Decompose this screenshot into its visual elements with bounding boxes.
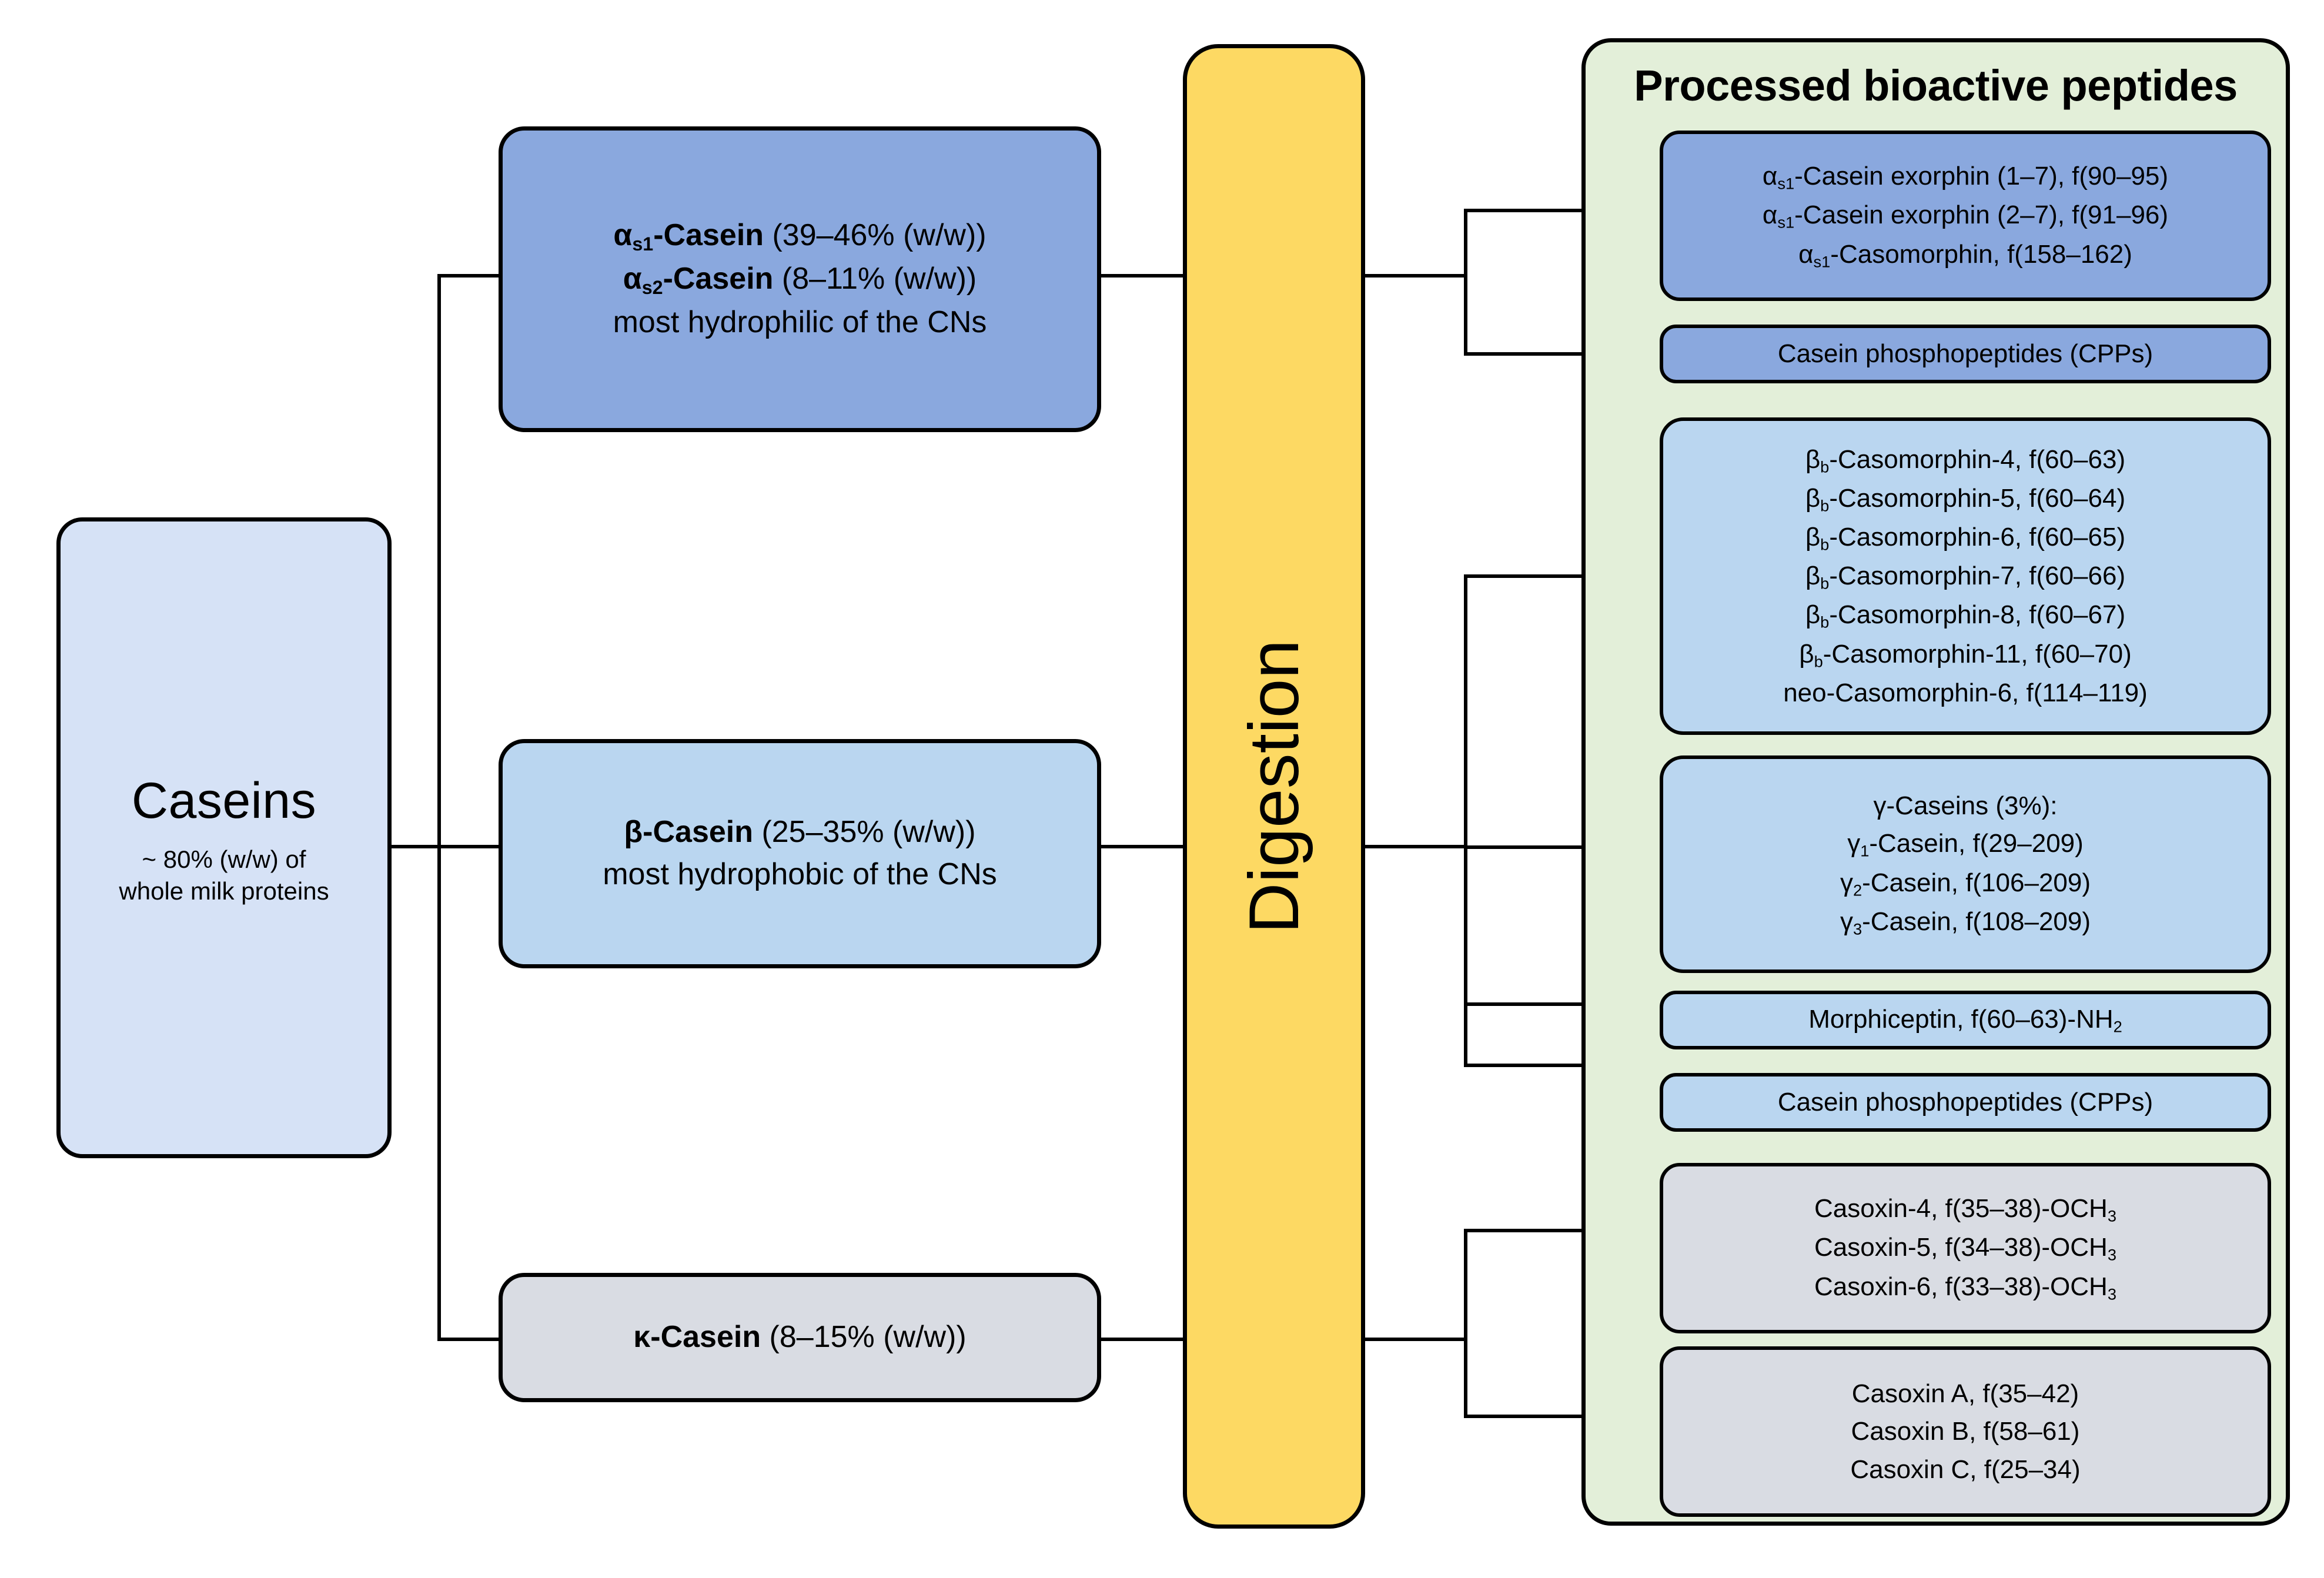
box-gamma-caseins[interactable]: γ-Caseins (3%): γ1-Casein, f(29–209) γ2-… — [1660, 755, 2271, 973]
box-alpha-cpps[interactable]: Casein phosphopeptides (CPPs) — [1660, 325, 2271, 383]
bracket-beta-a — [1464, 574, 1587, 578]
bracket-kappa-bottom — [1464, 1415, 1587, 1418]
box-casoxins-och3[interactable]: Casoxin-4, f(35–38)-OCH3 Casoxin-5, f(34… — [1660, 1163, 2271, 1333]
panel-title: Processed bioactive peptides — [1634, 61, 2238, 110]
connector-caseins-out — [388, 845, 441, 848]
caseins-subtitle: ~ 80% (w/w) of whole milk proteins — [119, 845, 329, 905]
digestion-label: Digestion — [1235, 639, 1313, 934]
connector-kappa-to-digestion — [1097, 1338, 1185, 1341]
box-alpha-peptides[interactable]: αs1-Casein exorphin (1–7), f(90–95) αs1-… — [1660, 131, 2271, 301]
alpha-peptides-list: αs1-Casein exorphin (1–7), f(90–95) αs1-… — [1762, 162, 2169, 271]
node-alpha-casein[interactable]: αs1-Casein (39–46% (w/w)) αs2-Casein (8–… — [499, 126, 1101, 432]
bracket-kappa-top — [1464, 1229, 1587, 1232]
bracket-beta-d — [1464, 1064, 1587, 1067]
box-beta-cpps[interactable]: Casein phosphopeptides (CPPs) — [1660, 1073, 2271, 1132]
gamma-caseins-list: γ-Caseins (3%): γ1-Casein, f(29–209) γ2-… — [1840, 791, 2091, 938]
bracket-kappa — [1464, 1229, 1467, 1418]
box-morphiceptin[interactable]: Morphiceptin, f(60–63)-NH2 — [1660, 991, 2271, 1049]
bracket-beta-b — [1464, 845, 1587, 849]
beta-note: most hydrophobic of the CNs — [603, 857, 997, 891]
alpha-note: most hydrophilic of the CNs — [613, 305, 987, 340]
node-kappa-casein[interactable]: κ-Casein (8–15% (w/w)) — [499, 1273, 1101, 1402]
connector-digestion-out-beta — [1365, 845, 1465, 848]
connector-left-bracket — [437, 274, 441, 1341]
beta-casomorphins-list: βb-Casomorphin-4, f(60–63) βb-Casomorphi… — [1783, 445, 2148, 707]
casoxins-och3-list: Casoxin-4, f(35–38)-OCH3 Casoxin-5, f(34… — [1814, 1194, 2117, 1303]
box-beta-casomorphins[interactable]: βb-Casomorphin-4, f(60–63) βb-Casomorphi… — [1660, 417, 2271, 735]
bracket-alpha-bottom — [1464, 352, 1587, 356]
alpha-s2-line: αs2-Casein (8–11% (w/w)) — [623, 262, 977, 299]
beta-casein-lines: β-Casein (25–35% (w/w)) most hydrophobic… — [603, 810, 997, 897]
connector-digestion-out-alpha — [1365, 274, 1465, 278]
bracket-beta — [1464, 574, 1467, 1067]
node-beta-casein[interactable]: β-Casein (25–35% (w/w)) most hydrophobic… — [499, 739, 1101, 968]
connector-beta-to-digestion — [1097, 845, 1185, 848]
connector-digestion-out-kappa — [1365, 1338, 1465, 1341]
bracket-alpha — [1464, 209, 1467, 356]
box-casoxins-abc[interactable]: Casoxin A, f(35–42) Casoxin B, f(58–61) … — [1660, 1346, 2271, 1517]
alpha-casein-lines: αs1-Casein (39–46% (w/w)) αs2-Casein (8–… — [613, 213, 987, 345]
caseins-title: Caseins — [131, 773, 317, 830]
bracket-beta-c — [1464, 1002, 1587, 1006]
casoxins-abc-list: Casoxin A, f(35–42) Casoxin B, f(58–61) … — [1850, 1379, 2081, 1484]
alpha-s1-line: αs1-Casein (39–46% (w/w)) — [613, 218, 987, 255]
morphiceptin-list: Morphiceptin, f(60–63)-NH2 — [1808, 1005, 2122, 1037]
beta-line: β-Casein (25–35% (w/w)) — [624, 815, 976, 850]
kappa-casein-lines: κ-Casein (8–15% (w/w)) — [633, 1315, 966, 1360]
connector-to-kappa — [437, 1338, 502, 1341]
beta-cpps-list: Casein phosphopeptides (CPPs) — [1777, 1088, 2154, 1117]
node-digestion[interactable]: Digestion — [1183, 44, 1365, 1529]
alpha-cpps-list: Casein phosphopeptides (CPPs) — [1777, 339, 2154, 369]
connector-to-beta — [437, 845, 502, 848]
connector-to-alpha — [437, 274, 502, 278]
bracket-alpha-top — [1464, 209, 1587, 212]
connector-alpha-to-digestion — [1097, 274, 1185, 278]
node-caseins[interactable]: Caseins ~ 80% (w/w) of whole milk protei… — [56, 517, 392, 1158]
kappa-line: κ-Casein (8–15% (w/w)) — [633, 1320, 967, 1355]
